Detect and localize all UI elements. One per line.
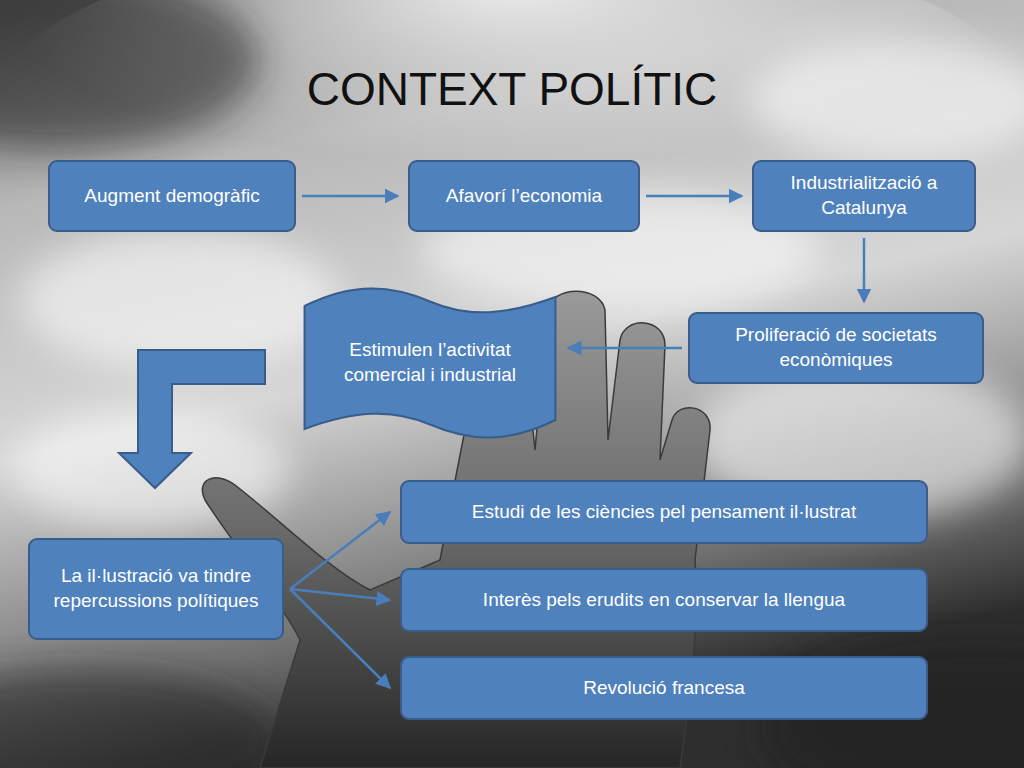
process-box: Proliferació de societats econòmiques [688,312,984,384]
process-box: La il·lustració va tindre repercussions … [28,538,284,640]
process-box: Augment demogràfic [48,160,296,232]
arrow-connector [646,195,742,198]
block-arrow [119,350,265,488]
arrow-connector [290,589,390,600]
process-box: Afavorí l’economia [408,160,640,232]
node-label: Estudi de les ciències pel pensament il·… [462,500,866,525]
slide-title: CONTEXT POLÍTIC [0,62,1024,117]
tape-outline [302,288,558,438]
punched-tape-shape: Estimulen l’activitat comercial i indust… [302,288,558,438]
process-box: Industrialització a Catalunya [752,160,976,232]
node-label: Interès pels erudits en conservar la lle… [473,588,855,613]
process-box: Estudi de les ciències pel pensament il·… [400,480,928,544]
process-box: Revolució francesa [400,656,928,720]
node-label: Revolució francesa [573,676,755,701]
node-label: La il·lustració va tindre repercussions … [30,564,282,613]
node-label: Industrialització a Catalunya [754,171,974,220]
cloud [0,0,260,150]
arrow-connector [863,238,866,302]
arrow-connector [290,512,390,589]
cloud [750,40,1024,160]
arrow-connector [302,195,398,198]
arrow-connector [568,347,682,350]
node-label: Augment demogràfic [74,184,269,209]
tape-path [305,289,556,438]
node-label: Estimulen l’activitat comercial i indust… [302,338,558,387]
arrow-connector [290,589,390,688]
node-label: Afavorí l’economia [436,184,612,209]
node-label: Proliferació de societats econòmiques [690,323,982,372]
cloud [0,670,280,768]
process-box: Interès pels erudits en conservar la lle… [400,568,928,632]
